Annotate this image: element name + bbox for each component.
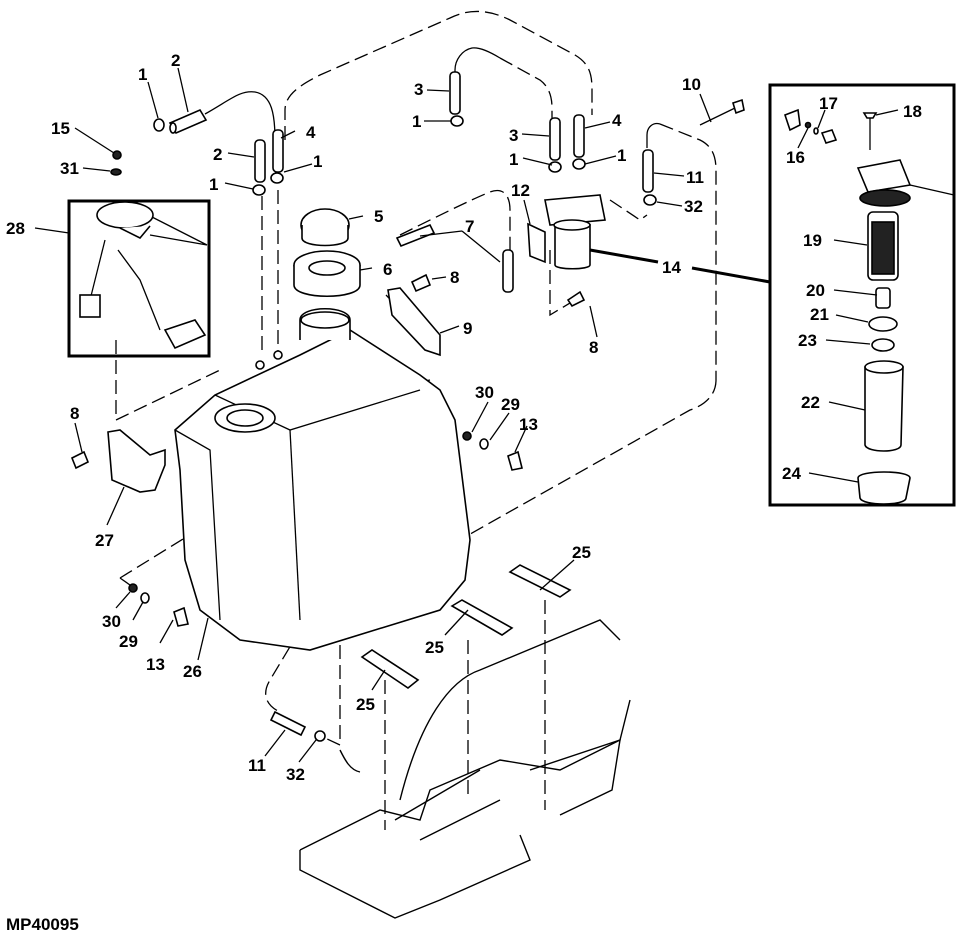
bolt-8-upper xyxy=(410,273,432,293)
fuel-filter-assembly xyxy=(527,194,606,270)
fuel-cap-5 xyxy=(300,208,350,247)
hose-3-filter xyxy=(549,117,561,161)
callout-13: 13 xyxy=(519,415,538,434)
callout-30: 30 xyxy=(475,383,494,402)
callout-29: 29 xyxy=(501,395,520,414)
callout-23: 23 xyxy=(798,331,817,350)
hose-3-top xyxy=(449,71,461,115)
pad-25-a xyxy=(360,649,420,689)
hose-routing-lines xyxy=(115,10,717,830)
callout-4: 4 xyxy=(306,123,316,142)
callout-22: 22 xyxy=(801,393,820,412)
callout-27: 27 xyxy=(95,531,114,550)
callout-21: 21 xyxy=(810,305,829,324)
hose-4-filter xyxy=(573,114,585,158)
callout-11: 11 xyxy=(686,168,704,187)
callout-32: 32 xyxy=(684,197,703,216)
callout-9: 9 xyxy=(463,319,472,338)
callout-28: 28 xyxy=(6,219,25,238)
callout-labels: 1 2 15 31 28 2 4 1 1 3 1 3 4 1 1 10 11 3… xyxy=(6,51,922,784)
callout-19: 19 xyxy=(803,231,822,250)
filler-adapter-6 xyxy=(293,250,361,298)
clamp-1-a xyxy=(252,184,266,196)
bolt-8-filter xyxy=(566,290,586,308)
hose-7-horizontal xyxy=(395,223,436,248)
clamp-1-b xyxy=(270,172,284,184)
filter-detail-box xyxy=(768,83,956,507)
clamp-32-right xyxy=(643,194,657,206)
callout-3: 3 xyxy=(414,80,423,99)
callout-1: 1 xyxy=(209,175,218,194)
callout-14: 14 xyxy=(662,258,681,277)
callout-11: 11 xyxy=(248,756,266,775)
callout-1: 1 xyxy=(412,112,421,131)
callout-12: 12 xyxy=(511,181,530,200)
callout-24: 24 xyxy=(782,464,801,483)
hose-11-right xyxy=(642,149,654,193)
callout-4: 4 xyxy=(612,111,622,130)
bolt-13-right xyxy=(507,450,523,471)
callout-17: 17 xyxy=(819,94,838,113)
callout-2: 2 xyxy=(213,145,222,164)
clamp-1-upper-left xyxy=(153,118,165,132)
callout-16: 16 xyxy=(786,148,805,167)
callout-18: 18 xyxy=(903,102,922,121)
hose-2-vertical xyxy=(254,139,266,183)
spacer-30-left xyxy=(128,583,138,593)
callout-8: 8 xyxy=(450,268,459,287)
detail-callout-line-14 xyxy=(589,248,771,284)
callout-8: 8 xyxy=(589,338,598,357)
callout-25: 25 xyxy=(356,695,375,714)
callout-32: 32 xyxy=(286,765,305,784)
callout-10: 10 xyxy=(682,75,701,94)
callout-30: 30 xyxy=(102,612,121,631)
washer-29-left xyxy=(140,592,150,604)
spacer-30-right xyxy=(462,431,472,441)
callout-8: 8 xyxy=(70,404,79,423)
callout-13: 13 xyxy=(146,655,165,674)
callout-6: 6 xyxy=(383,260,392,279)
callout-7: 7 xyxy=(465,217,474,236)
frame xyxy=(299,619,631,919)
sender-detail-box xyxy=(67,199,211,358)
bracket-9 xyxy=(387,287,441,357)
pad-25-c xyxy=(508,564,572,598)
bracket-27 xyxy=(107,429,166,493)
callout-26: 26 xyxy=(183,662,202,681)
leader-lines xyxy=(34,67,899,763)
hose-7-vertical xyxy=(502,249,514,293)
callout-29: 29 xyxy=(119,632,138,651)
callout-3: 3 xyxy=(509,126,518,145)
hose-4-vertical xyxy=(272,129,284,173)
fuel-tank-26 xyxy=(174,308,471,651)
washer-29-right xyxy=(479,438,489,450)
callout-25: 25 xyxy=(572,543,591,562)
figure-id: MP40095 xyxy=(6,915,79,934)
clamp-1-filter-a xyxy=(548,161,562,173)
callout-25: 25 xyxy=(425,638,444,657)
nut-15 xyxy=(112,150,122,160)
callout-1: 1 xyxy=(313,152,322,171)
washer-31 xyxy=(110,168,122,176)
bolt-13-left xyxy=(173,606,189,627)
callout-1: 1 xyxy=(138,65,147,84)
clamp-1-filter-b xyxy=(572,158,586,170)
callout-15: 15 xyxy=(51,119,70,138)
callout-1: 1 xyxy=(617,146,626,165)
bolt-8-left xyxy=(70,450,90,470)
bolt-10 xyxy=(699,98,745,126)
callout-31: 31 xyxy=(60,159,79,178)
pad-25-b xyxy=(450,599,514,636)
clamp-1-top xyxy=(450,115,464,127)
hose-2-upper xyxy=(168,108,208,135)
callout-5: 5 xyxy=(374,207,383,226)
callout-1: 1 xyxy=(509,150,518,169)
clamp-32-lower xyxy=(314,730,326,742)
callout-2: 2 xyxy=(171,51,180,70)
callout-20: 20 xyxy=(806,281,825,300)
hose-11-lower xyxy=(269,710,307,737)
